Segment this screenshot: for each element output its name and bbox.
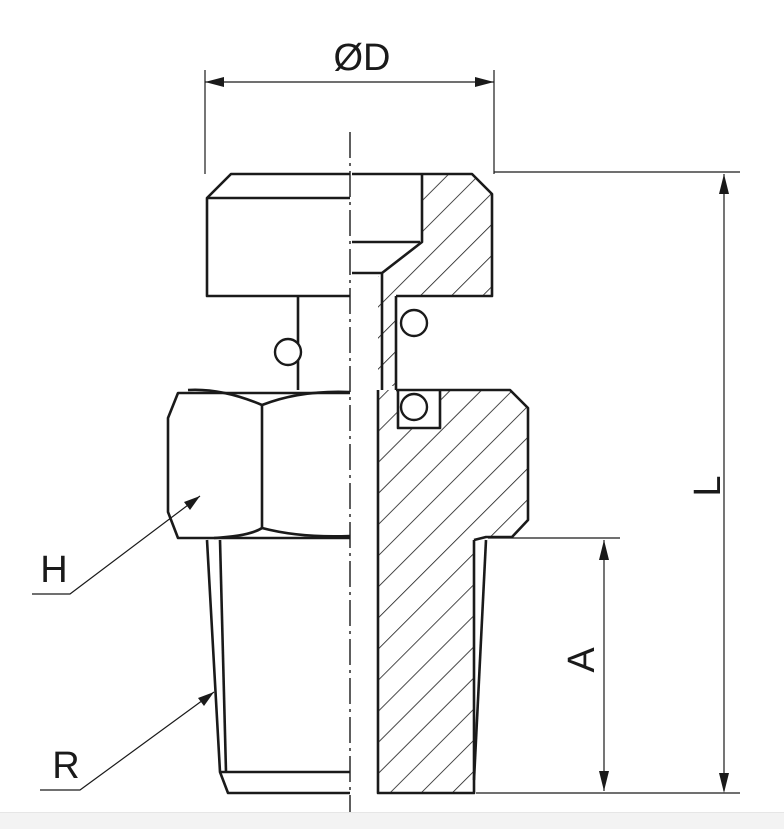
length-label: L [687, 475, 729, 496]
thread-length-label: A [561, 647, 603, 673]
hex-label: H [40, 549, 67, 591]
bottom-strip [0, 812, 784, 829]
part-outline [166, 172, 530, 795]
dimension-arrows [184, 77, 729, 793]
thread-label: R [52, 745, 79, 787]
o-rings [273, 308, 429, 422]
diameter-label: ØD [334, 37, 391, 79]
hatched-section [378, 174, 528, 793]
dimension-lines [32, 70, 740, 794]
